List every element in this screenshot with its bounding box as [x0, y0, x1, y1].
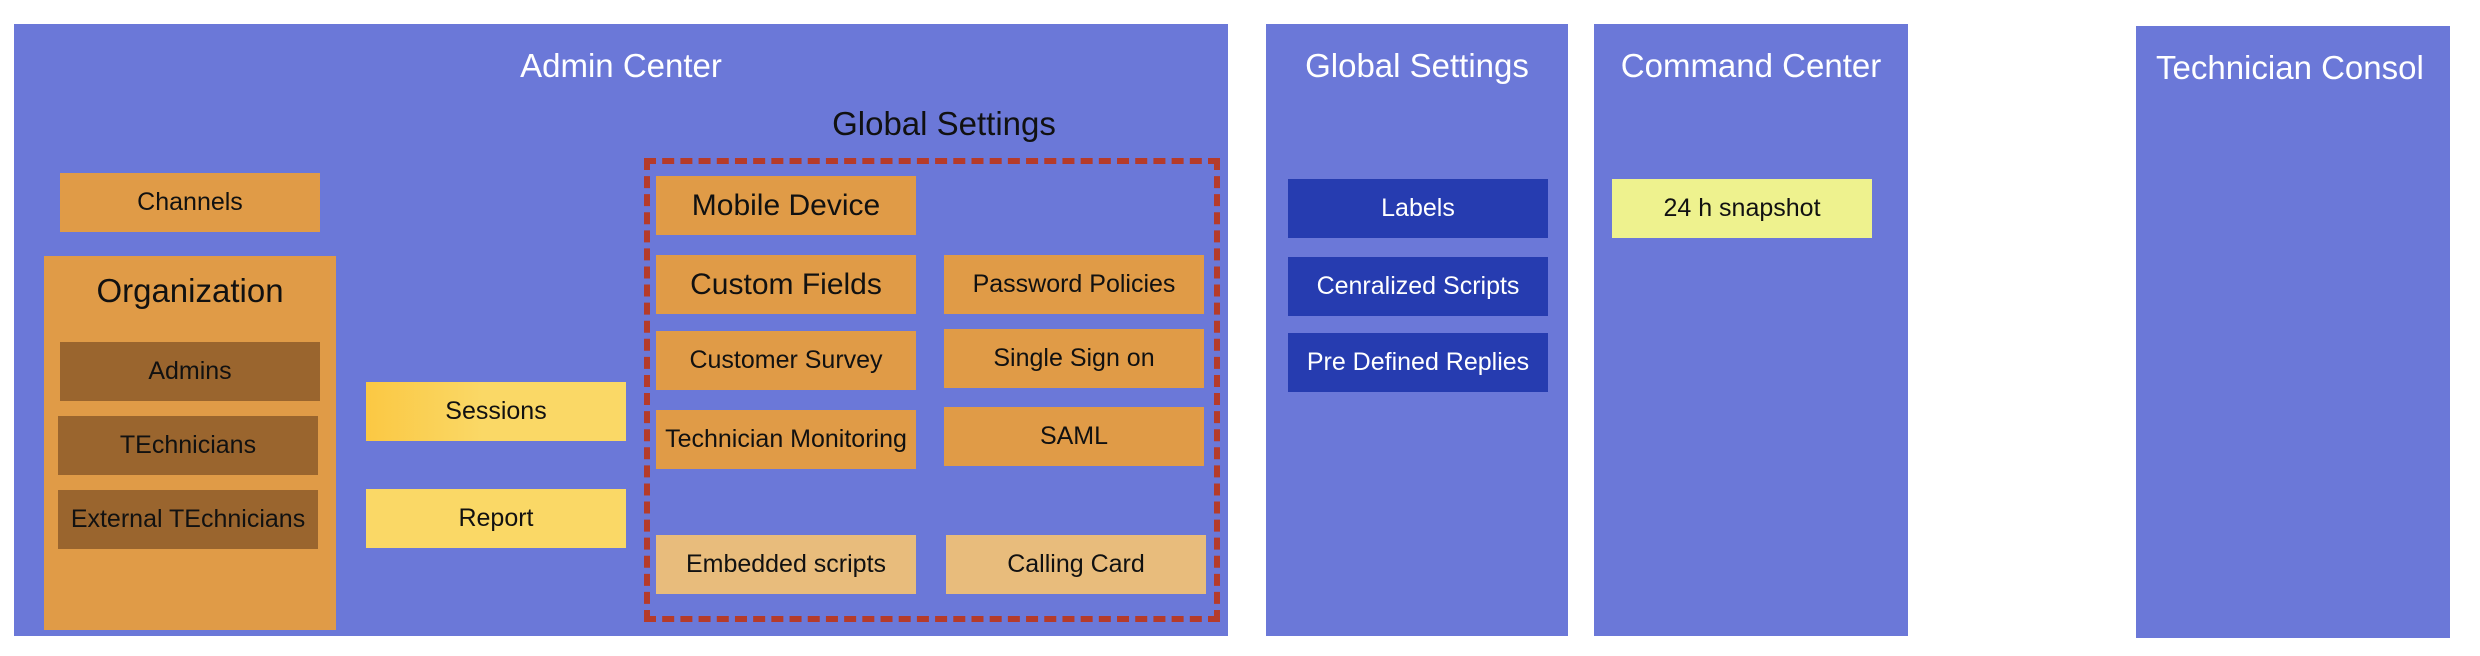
technicians-box: TEchnicians [58, 416, 318, 475]
technician-console-panel: Technician Consol [2136, 26, 2450, 638]
embedded-scripts-box: Embedded scripts [656, 535, 916, 594]
single-sign-on-box: Single Sign on [944, 329, 1204, 388]
channels-box: Channels [60, 173, 320, 232]
organization-group: Organization Admins TEchnicians External… [44, 256, 336, 630]
global-settings-panel-title: Global Settings [1305, 47, 1529, 84]
organization-title: Organization [96, 272, 284, 309]
calling-card-box: Calling Card [946, 535, 1206, 594]
sessions-box: Sessions [366, 382, 626, 441]
external-technicians-box: External TEchnicians [58, 490, 318, 549]
custom-fields-box: Custom Fields [656, 255, 916, 314]
saml-box: SAML [944, 407, 1204, 466]
technician-console-title: Technician Consol [2156, 49, 2424, 86]
report-box: Report [366, 489, 626, 548]
command-center-title: Command Center [1620, 47, 1882, 84]
customer-survey-box: Customer Survey [656, 331, 916, 390]
snapshot-24h-box: 24 h snapshot [1612, 179, 1872, 238]
admin-center-panel: Admin Center Channels Organization Admin… [14, 24, 1228, 636]
centralized-scripts-box: Cenralized Scripts [1288, 257, 1548, 316]
admins-box: Admins [60, 342, 320, 401]
technician-monitoring-box: Technician Monitoring [656, 410, 916, 469]
global-settings-group-title: Global Settings [832, 105, 1056, 142]
pre-defined-replies-box: Pre Defined Replies [1288, 333, 1548, 392]
global-settings-panel: Global Settings Labels Cenralized Script… [1266, 24, 1568, 636]
labels-box: Labels [1288, 179, 1548, 238]
mobile-device-box: Mobile Device [656, 176, 916, 235]
command-center-panel: Command Center 24 h snapshot [1594, 24, 1908, 636]
password-policies-box: Password Policies [944, 255, 1204, 314]
global-settings-group [644, 158, 1220, 622]
admin-center-title: Admin Center [520, 47, 722, 84]
